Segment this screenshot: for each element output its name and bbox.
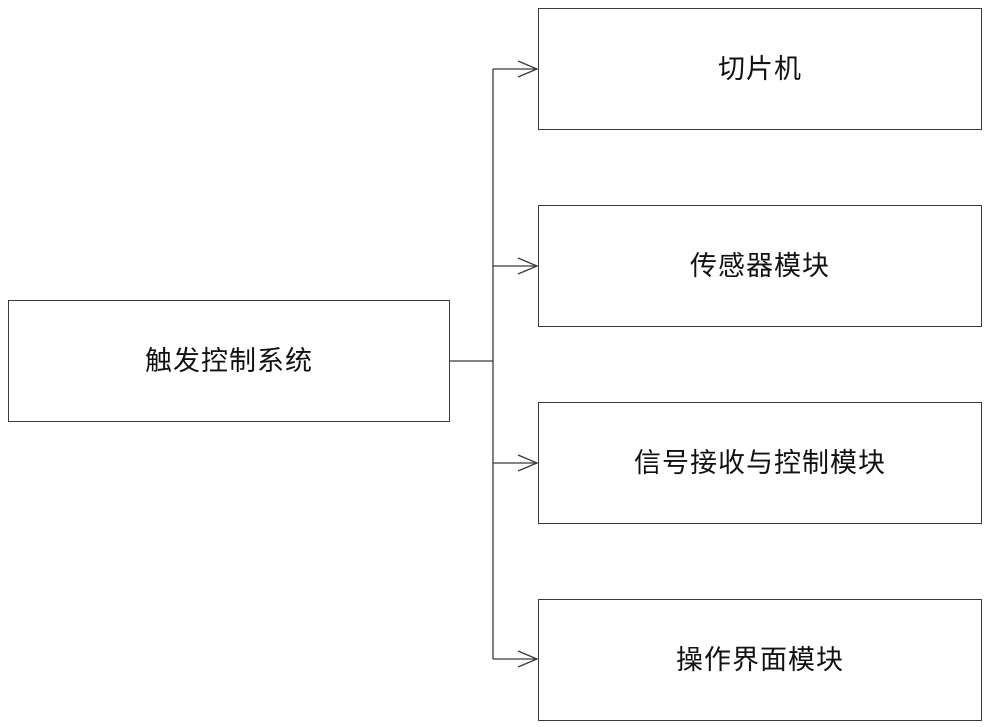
arrow-to-target-1	[493, 60, 539, 78]
target-label-3: 信号接收与控制模块	[634, 447, 886, 479]
target-box-signal-receive-control-module: 信号接收与控制模块	[538, 402, 982, 524]
target-box-operation-interface-module: 操作界面模块	[538, 599, 982, 721]
source-box-trigger-control-system: 触发控制系统	[8, 300, 450, 422]
source-label: 触发控制系统	[145, 345, 313, 377]
arrow-to-target-3	[493, 454, 539, 472]
target-box-slicer: 切片机	[538, 8, 982, 130]
target-label-4: 操作界面模块	[676, 644, 844, 676]
target-box-sensor-module: 传感器模块	[538, 205, 982, 327]
target-label-2: 传感器模块	[690, 250, 830, 282]
arrow-to-target-2	[493, 257, 539, 275]
target-label-1: 切片机	[718, 53, 802, 85]
arrow-to-target-4	[493, 650, 539, 668]
